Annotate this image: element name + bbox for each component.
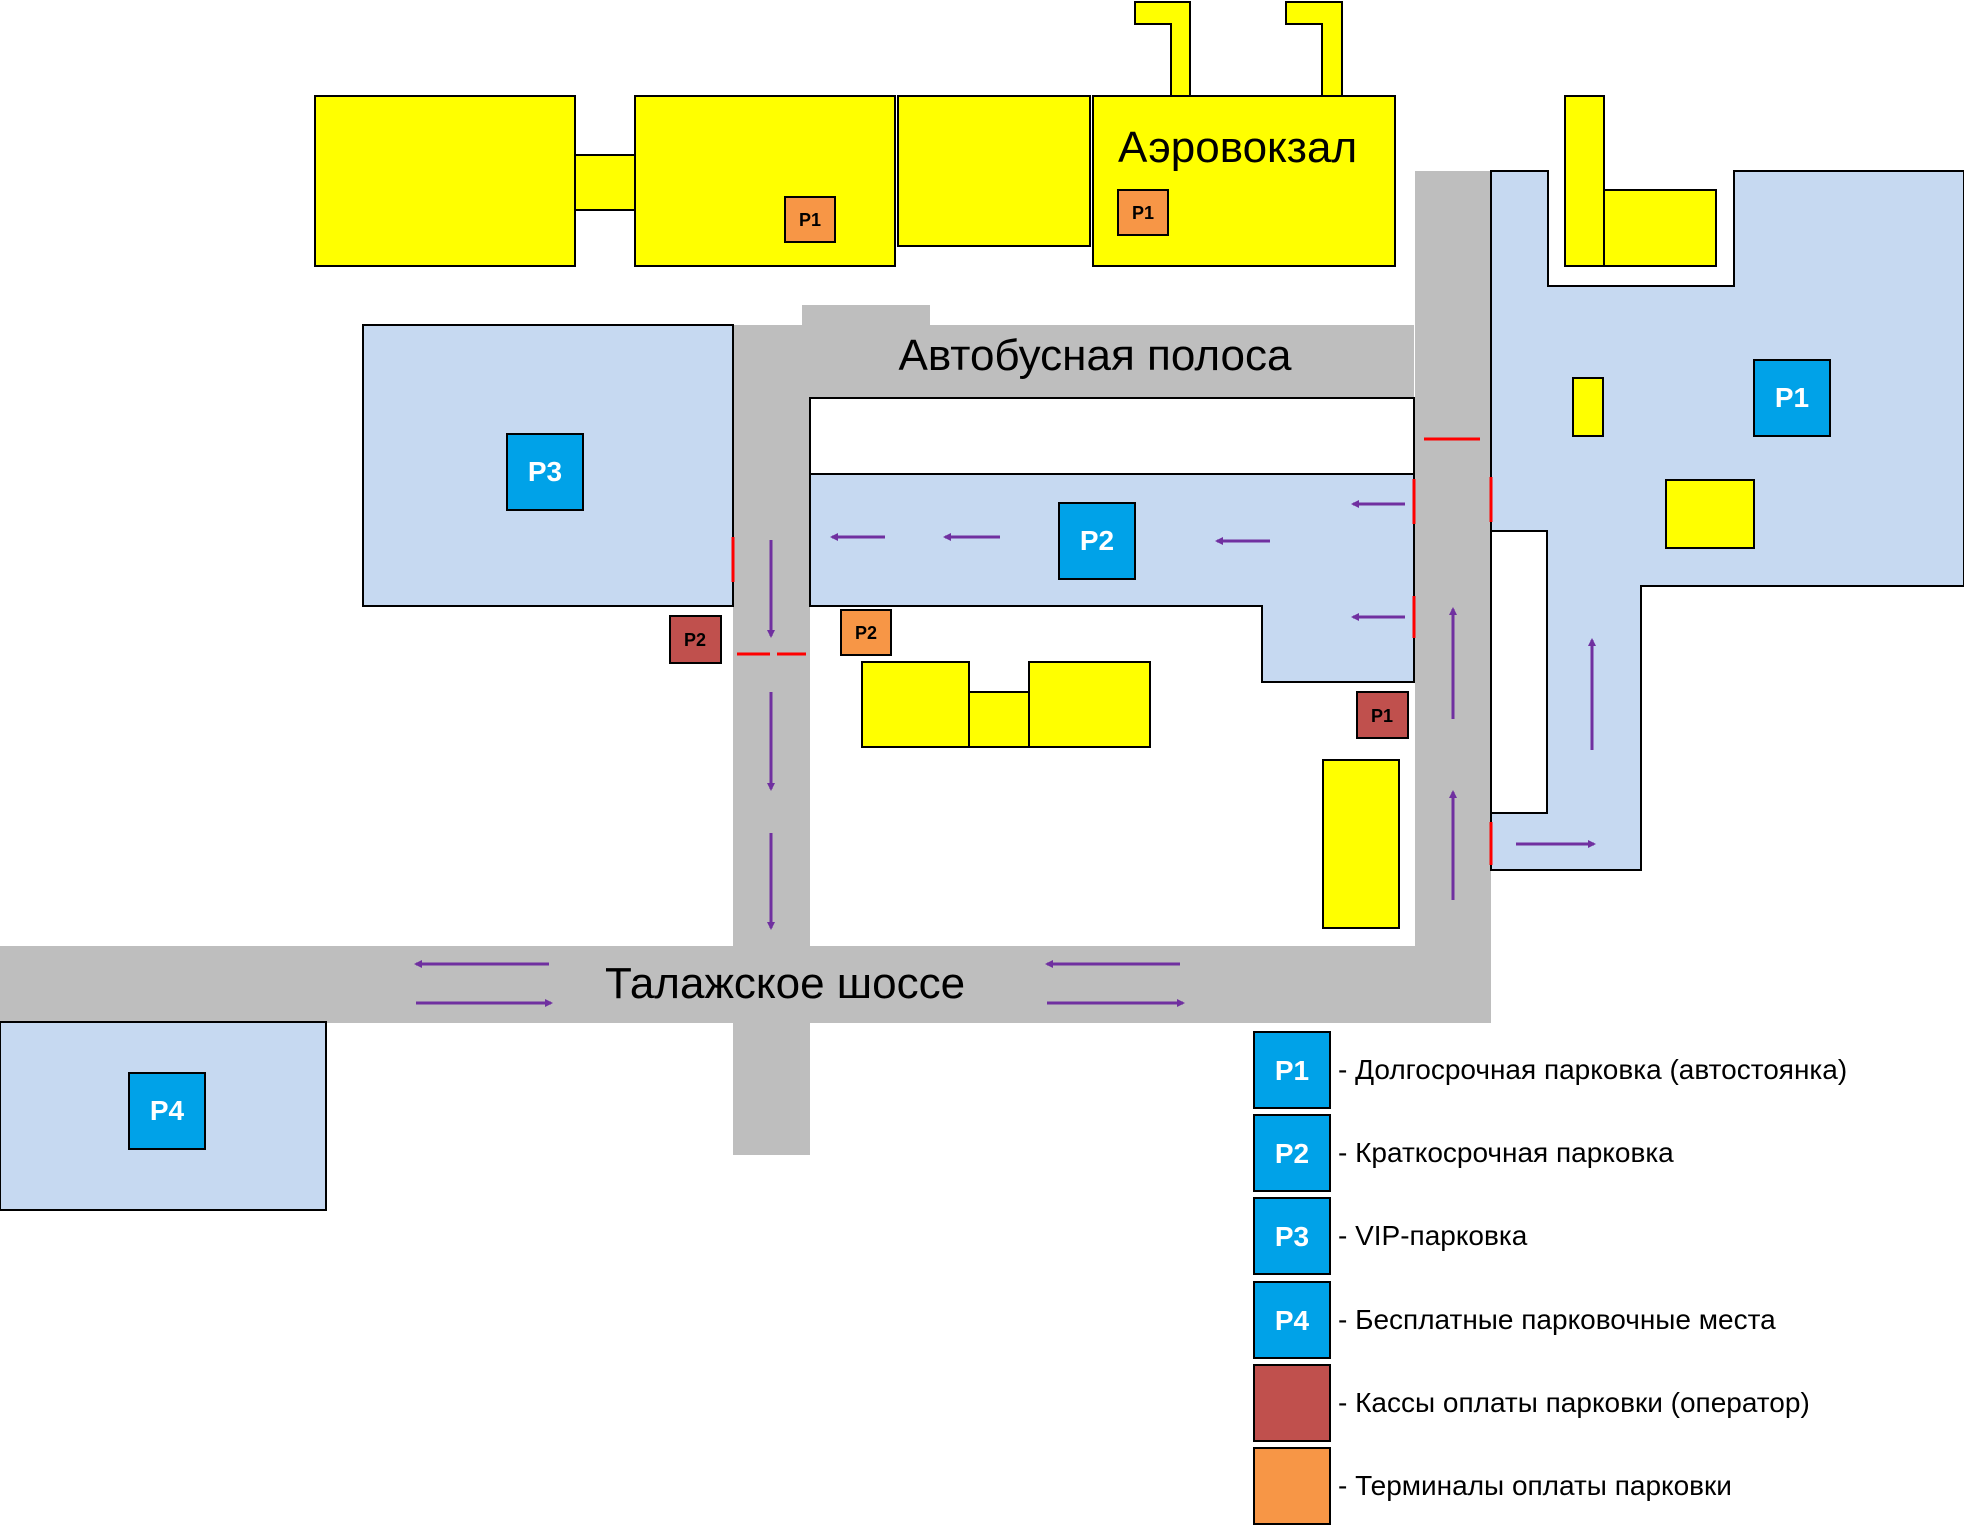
payment-terminal-p1-a: P1 [784,196,836,243]
buildings [314,1,1755,929]
traffic-arrows [414,500,1596,1007]
bus-lane-road [733,325,1414,398]
zone-p3-label: P3 [528,456,562,487]
legend-badge-p1: P1 [1275,1055,1309,1086]
building-p1-wide [1603,189,1717,267]
terminal-label: Аэровокзал [1118,123,1357,172]
payment-terminal-p2: P2 [840,609,892,656]
payment-terminal-p2-label: P2 [855,623,877,643]
bus-lane-bump [802,305,930,327]
terminal-building [1092,95,1396,267]
legend-badge-p4: P4 [1275,1305,1310,1336]
white-strip-right [1490,530,1548,814]
payment-terminal-p1-a-label: P1 [799,210,821,230]
zone-p3: P3 [506,433,584,511]
zone-p4: P4 [128,1072,206,1150]
legend-text-terminal: - Терминалы оплаты парковки [1338,1470,1732,1501]
payment-terminal-p1-b: P1 [1117,189,1169,236]
legend-item-p1: P1 - Долгосрочная парковка (автостоянка) [1253,1031,1847,1109]
building-center-left [861,661,970,748]
zone-p1: P1 [1753,359,1831,437]
legend-text-p2: - Краткосрочная парковка [1338,1137,1674,1168]
barriers [731,437,1493,865]
legend: P1 - Долгосрочная парковка (автостоянка)… [1253,1031,1847,1525]
white-strip-top [809,397,1415,475]
legend-badge-p3: P3 [1275,1221,1309,1252]
cashier-p2-label: P2 [684,630,706,650]
building-3 [897,95,1091,247]
building-right-tall [1322,759,1400,929]
zone-p2: P2 [1058,502,1136,580]
zone-p4-label: P4 [150,1095,185,1126]
legend-text-p4: - Бесплатные парковочные места [1338,1304,1776,1335]
legend-item-cashier: - Кассы оплаты парковки (оператор) [1253,1364,1810,1442]
legend-item-terminal: - Терминалы оплаты парковки [1253,1447,1732,1525]
legend-text-cashier: - Кассы оплаты парковки (оператор) [1338,1387,1810,1418]
zone-p1-label: P1 [1775,382,1809,413]
white-strips [809,397,1548,814]
cashier-p2: P2 [669,615,722,664]
legend-text-p3: - VIP-парковка [1338,1220,1528,1251]
payment-terminal-p1-b-label: P1 [1132,203,1154,223]
building-p1-small [1572,377,1604,437]
legend-item-p4: P4 - Бесплатные парковочные места [1253,1281,1776,1359]
bus-lane-label: Автобусная полоса [899,331,1292,380]
building-center-right [1028,661,1151,748]
legend-text-p1: - Долгосрочная парковка (автостоянка) [1338,1054,1847,1085]
jet-bridge-1 [1134,1,1191,97]
legend-item-p3: P3 - VIP-парковка [1253,1197,1528,1275]
zone-p2-label: P2 [1080,525,1114,556]
building-connector-1 [574,154,636,211]
legend-item-p2: P2 - Краткосрочная парковка [1253,1114,1674,1192]
highway-label: Талажское шоссе [605,959,965,1008]
building-2 [634,95,896,267]
cashier-p1-label: P1 [1371,706,1393,726]
jet-bridge-2 [1285,1,1343,97]
building-p1-tall [1564,95,1605,267]
building-1 [314,95,576,267]
legend-badge-p2: P2 [1275,1138,1309,1169]
cashier-p1: P1 [1356,691,1409,739]
building-center-mid [968,691,1030,748]
building-p1-square [1665,479,1755,549]
